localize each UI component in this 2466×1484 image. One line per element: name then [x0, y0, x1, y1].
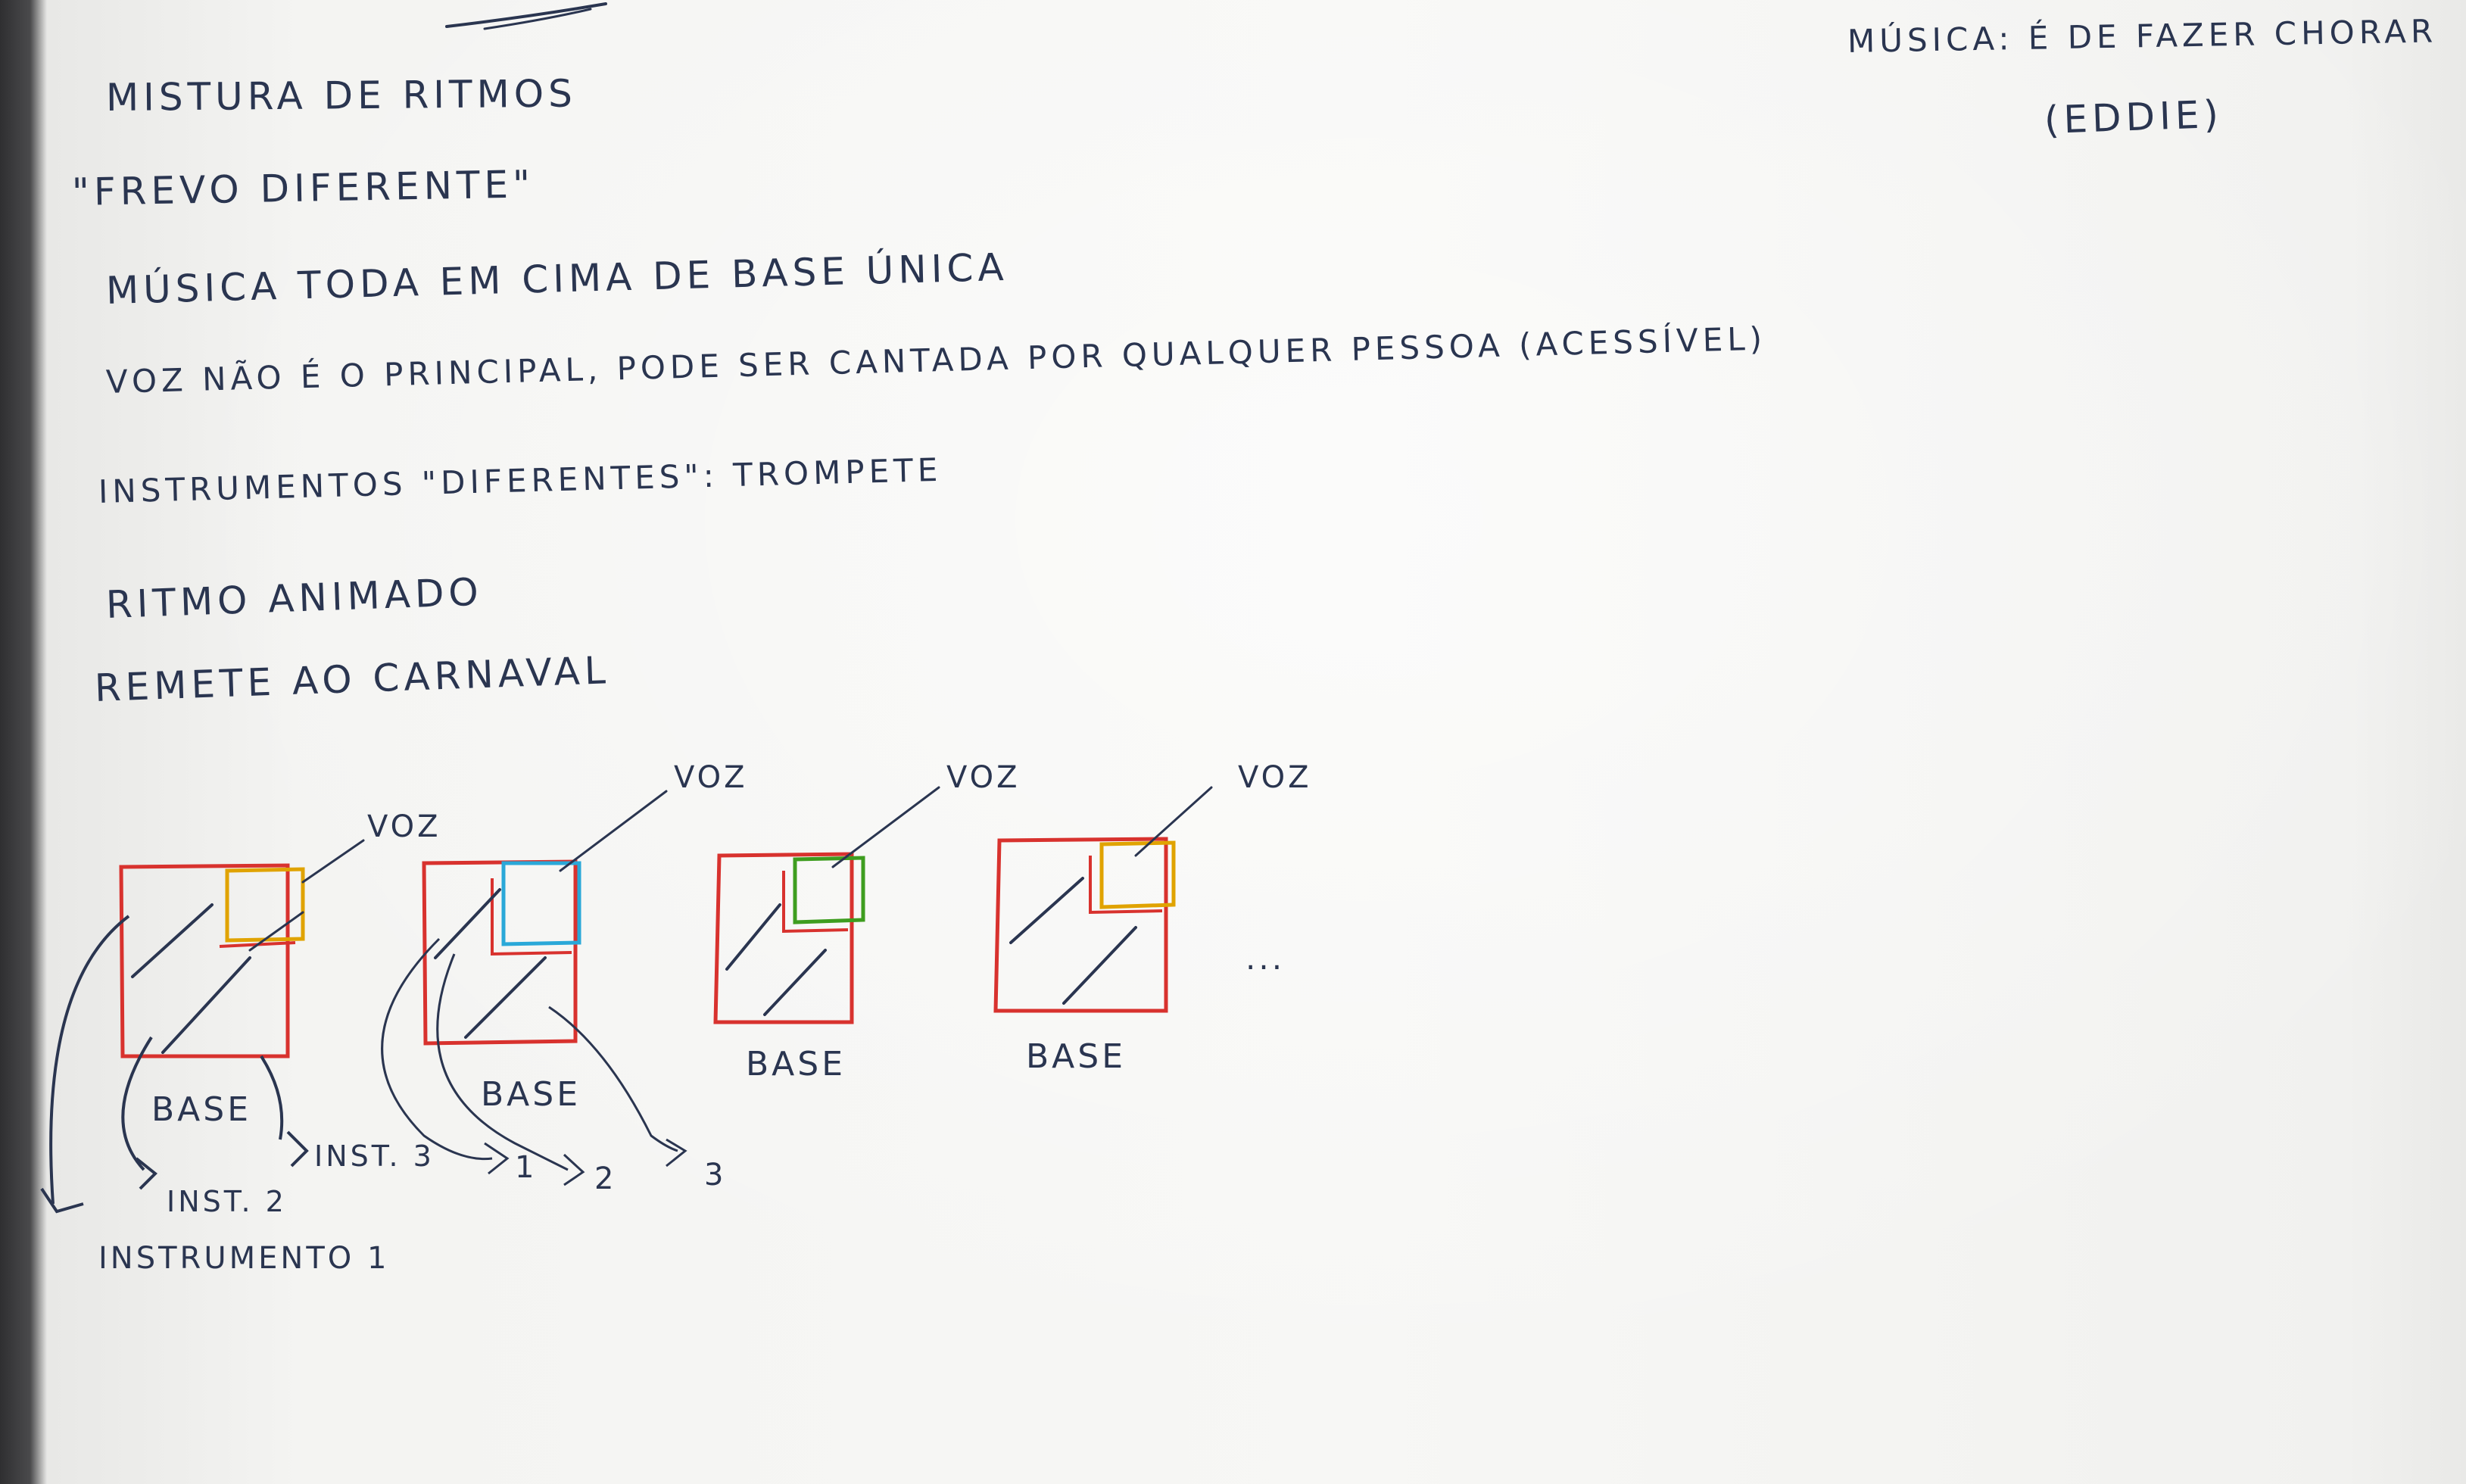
voice-square	[501, 861, 581, 946]
arrow-3-label: 3	[704, 1158, 726, 1192]
arrow-1-label: 1	[515, 1150, 537, 1185]
arrow-2-label: 2	[594, 1161, 616, 1196]
base-label: BASE	[481, 1075, 581, 1114]
base-block-3: VOZ BASE	[713, 760, 1021, 1083]
instrument-3-label: INST. 3	[314, 1140, 435, 1173]
instrument-2-label: INST. 2	[167, 1185, 287, 1218]
base-square	[119, 863, 290, 1058]
stray-stroke	[445, 2, 607, 28]
base-square	[993, 837, 1168, 1013]
base-label: BASE	[746, 1045, 846, 1083]
instrument-1-label: INSTRUMENTO 1	[98, 1241, 389, 1276]
voz-label: VOZ	[674, 760, 748, 795]
base-block-4: VOZ BASE	[993, 760, 1312, 1076]
voz-label: VOZ	[946, 760, 1021, 795]
voz-label: VOZ	[1238, 760, 1312, 795]
base-block-1: VOZ BASE INSTRUMENTO 1 INST. 2 INST. 3	[40, 809, 441, 1276]
continuation-dots: ...	[1245, 940, 1285, 977]
voz-label: VOZ	[367, 809, 441, 844]
stray-stroke-2	[483, 8, 592, 30]
base-block-2: VOZ BASE 1 2 3	[381, 760, 748, 1196]
voice-square	[225, 867, 305, 943]
base-square	[713, 852, 854, 1024]
base-label: BASE	[1026, 1037, 1126, 1076]
voice-square	[793, 856, 865, 924]
base-label: BASE	[151, 1090, 251, 1129]
